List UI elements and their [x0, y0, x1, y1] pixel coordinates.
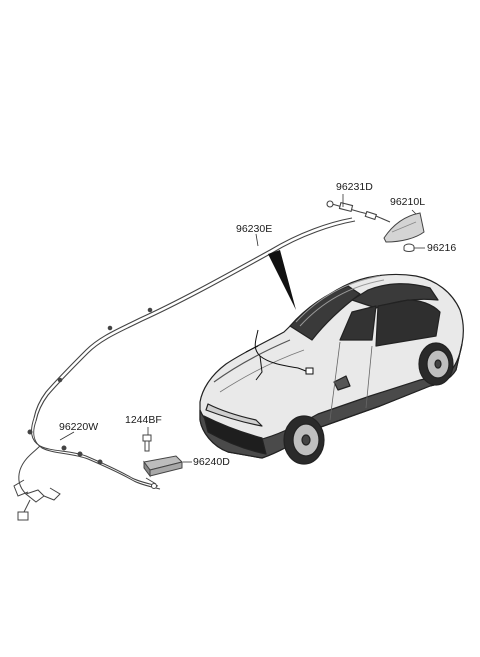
antenna-nut: [403, 243, 415, 252]
part-label-1244BF: 1244BF: [125, 414, 162, 426]
part-label-96210L: 96210L: [390, 196, 426, 208]
lower-cable-assembly: [13, 307, 161, 521]
shark-fin-antenna: [383, 212, 425, 243]
interior-cable: [245, 329, 314, 381]
part-label-96220W: 96220W: [59, 421, 99, 433]
car-illustration: [199, 273, 464, 465]
bolt: [142, 434, 152, 452]
leader-lines: [59, 194, 425, 463]
part-label-96231D: 96231D: [336, 181, 373, 193]
part-label-96240D: 96240D: [193, 456, 230, 468]
part-label-96216: 96216: [427, 242, 457, 254]
antenna-lead: [326, 200, 391, 223]
callout-wedge: [268, 250, 296, 310]
feeder-cable: [33, 217, 356, 422]
part-label-96230E: 96230E: [236, 223, 273, 235]
antenna-module: [143, 455, 183, 489]
